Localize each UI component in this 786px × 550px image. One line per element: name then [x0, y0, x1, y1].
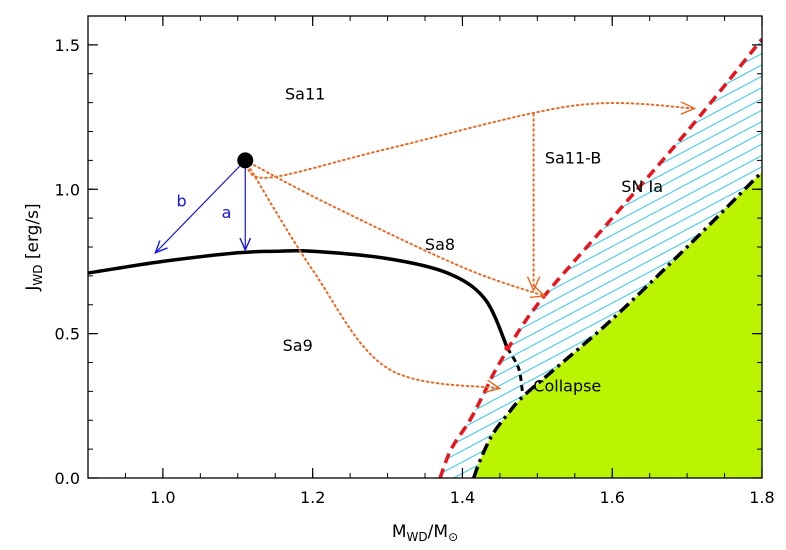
- snia-boundary: [438, 37, 762, 478]
- y-tick-label: 0.0: [55, 469, 80, 488]
- path-label-sa9: Sa9: [283, 336, 313, 355]
- collapse-region: [473, 171, 762, 478]
- x-tick-label: 1.2: [300, 488, 325, 507]
- start-point: [237, 152, 254, 169]
- evolution-path-sa9: [244, 159, 501, 390]
- regions: [440, 16, 762, 478]
- path-label-sa8: Sa8: [425, 235, 455, 254]
- y-tick-label: 0.5: [55, 325, 80, 344]
- branch-label: Sa11-B: [545, 148, 602, 167]
- arrowhead-sa11: [680, 101, 697, 115]
- y-axis-label: JWD [erg/s]: [23, 203, 45, 291]
- region-label-collapse: Collapse: [533, 376, 601, 395]
- axis-ticks: 1.0 1.2 1.4 1.6 1.8 0.0 0.5 1.0 1.5: [55, 15, 775, 507]
- y-tick-label: 1.5: [55, 36, 80, 55]
- vector-label-b: b: [177, 192, 187, 211]
- y-tick-label: 1.0: [55, 180, 80, 199]
- vector-arrowhead-a: [239, 237, 252, 252]
- arrowhead-sa9: [485, 379, 502, 393]
- stability-curve-dashed: [506, 347, 524, 392]
- vector-b: [154, 159, 246, 254]
- path-label-sa11: Sa11: [285, 85, 325, 104]
- x-tick-label: 1.6: [599, 488, 624, 507]
- x-tick-label: 1.0: [150, 488, 175, 507]
- collapse-boundary: [472, 170, 762, 478]
- arrowhead-sa8: [529, 285, 547, 299]
- evolution-path-sa11: [244, 102, 696, 179]
- evolution-paths: [154, 101, 697, 393]
- stability-curve: [88, 248, 510, 349]
- vector-arrowhead-b: [154, 240, 168, 255]
- x-axis-label: MWD/M⊙: [392, 522, 458, 544]
- x-tick-label: 1.8: [749, 488, 774, 507]
- snia-region: [440, 16, 762, 478]
- evolution-path-sa8: [244, 159, 546, 298]
- curves: [88, 37, 762, 478]
- junction-point: [504, 345, 511, 352]
- branch-arrowhead: [526, 276, 541, 293]
- vector-label-a: a: [222, 203, 232, 222]
- region-label-sn-ia: SN Ia: [621, 177, 663, 196]
- x-tick-label: 1.4: [450, 488, 475, 507]
